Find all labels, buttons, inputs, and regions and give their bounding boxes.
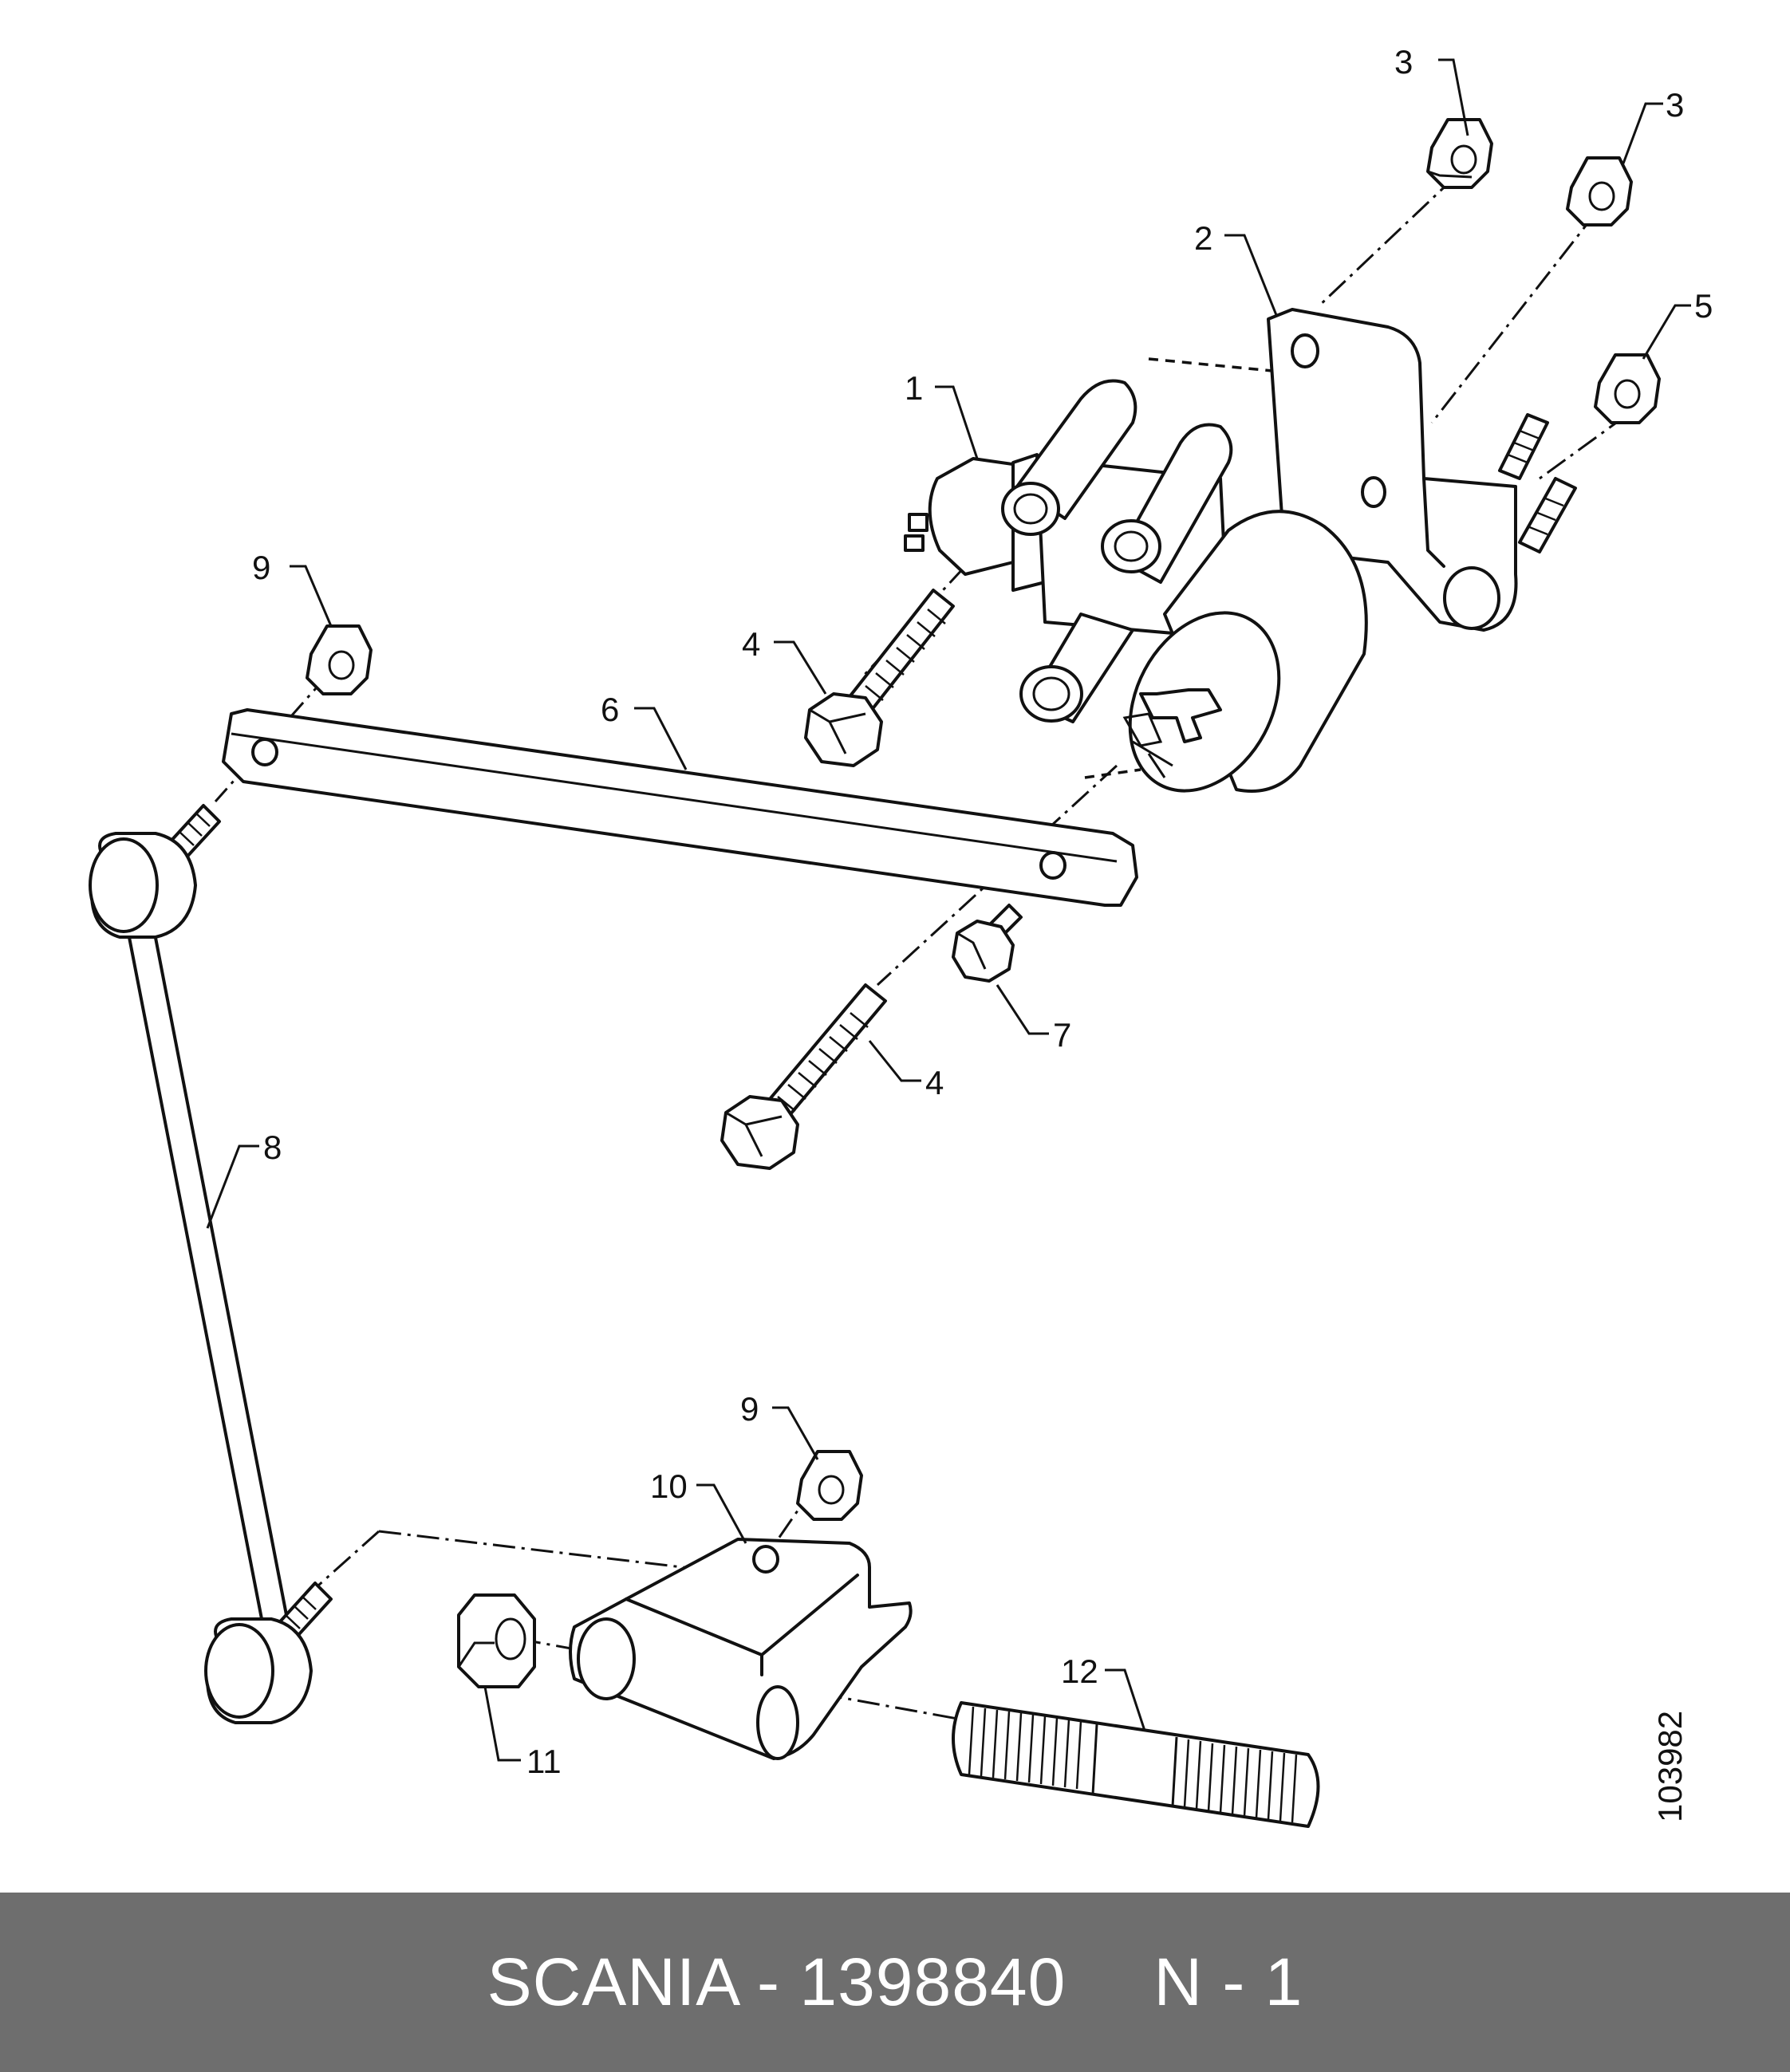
callout-10: 10 — [650, 1467, 688, 1505]
callout-9-lower: 9 — [740, 1390, 759, 1428]
hex-nut-5 — [1594, 353, 1661, 424]
callout-5: 5 — [1694, 287, 1713, 325]
bracket-studs — [1498, 413, 1577, 553]
callout-6: 6 — [601, 691, 619, 728]
hex-nut-3-upper — [1426, 118, 1493, 189]
callout-8: 8 — [263, 1129, 282, 1166]
callout-9-upper: 9 — [252, 549, 270, 586]
callout-3-right: 3 — [1666, 86, 1684, 124]
callout-leaders — [206, 58, 1691, 1762]
hex-nut-3-right — [1566, 156, 1633, 227]
hex-nut-11 — [457, 1593, 536, 1688]
callout-12: 12 — [1061, 1652, 1098, 1690]
stud-12 — [952, 1701, 1320, 1828]
callout-numbers: 3 3 2 5 1 4 6 9 7 4 8 9 10 11 12 103982 — [252, 43, 1713, 1822]
valve-lever-cap — [1122, 510, 1368, 793]
part-number-banner: SCANIA - 1398840 N - 1 — [0, 1893, 1790, 2072]
bolt-4-lower — [720, 983, 887, 1170]
hex-nut-9-lower — [796, 1450, 863, 1521]
callout-2: 2 — [1194, 219, 1212, 257]
hex-nut-9-upper — [306, 624, 373, 695]
callout-4-lower: 4 — [925, 1064, 944, 1101]
bolt-4-upper — [804, 589, 955, 767]
lower-bracket-10 — [569, 1538, 913, 1760]
exploded-parts-diagram: 3 3 2 5 1 4 6 9 7 4 8 9 10 11 12 103982 — [89, 43, 1713, 1828]
callout-1: 1 — [905, 369, 923, 407]
part-label: SCANIA - 1398840 — [487, 1944, 1067, 2019]
lever-arm-6 — [222, 708, 1138, 907]
screw-7 — [952, 904, 1023, 983]
drawing-number: 103982 — [1651, 1711, 1689, 1822]
page-label: N - 1 — [1153, 1944, 1303, 2019]
callout-4-upper: 4 — [742, 625, 760, 663]
link-rod-8 — [89, 804, 333, 1724]
callout-7: 7 — [1053, 1016, 1071, 1054]
callout-3-upper: 3 — [1394, 43, 1413, 81]
callout-11: 11 — [526, 1743, 562, 1780]
